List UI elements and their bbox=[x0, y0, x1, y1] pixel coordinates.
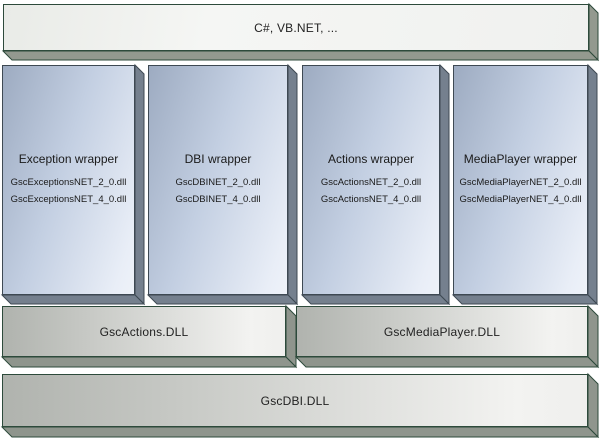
layer-dotnet-languages: C#, VB.NET, ... bbox=[1, 2, 600, 62]
wrapper-box-exception: Exception wrapper GscExceptionsNET_2_0.d… bbox=[0, 63, 146, 306]
layer-gscmediaplayer-dll-face: GscMediaPlayer.DLL bbox=[296, 306, 588, 357]
layer-gscdbi-dll-label: GscDBI.DLL bbox=[260, 393, 330, 408]
wrapper-box-actions: Actions wrapper GscActionsNET_2_0.dll Gs… bbox=[300, 63, 451, 306]
layer-dotnet-languages-label: C#, VB.NET, ... bbox=[254, 20, 338, 35]
wrapper-box-mediaplayer-face bbox=[453, 65, 588, 295]
layer-dotnet-languages-face: C#, VB.NET, ... bbox=[3, 4, 589, 51]
wrapper-box-exception-face bbox=[2, 65, 135, 295]
wrapper-box-mediaplayer-dll-1: GscMediaPlayerNET_2_0.dll bbox=[459, 177, 582, 188]
layer-gscactions-dll-face: GscActions.DLL bbox=[2, 306, 286, 357]
wrapper-box-exception-title: Exception wrapper bbox=[18, 152, 119, 166]
wrapper-box-dbi-face bbox=[148, 65, 288, 295]
layer-gscmediaplayer-dll: GscMediaPlayer.DLL bbox=[294, 304, 600, 369]
layer-gscdbi-dll-face: GscDBI.DLL bbox=[2, 374, 588, 427]
wrapper-box-exception-dll-1: GscExceptionsNET_2_0.dll bbox=[10, 177, 127, 188]
wrapper-box-dbi-dll-1: GscDBINET_2_0.dll bbox=[175, 177, 261, 188]
layer-gscactions-dll-label: GscActions.DLL bbox=[99, 324, 189, 339]
wrapper-box-dbi-title: DBI wrapper bbox=[184, 152, 252, 166]
wrapper-box-mediaplayer: MediaPlayer wrapper GscMediaPlayerNET_2_… bbox=[451, 63, 599, 306]
wrapper-box-dbi-dll-2: GscDBINET_4_0.dll bbox=[175, 194, 261, 205]
wrapper-box-actions-dll-1: GscActionsNET_2_0.dll bbox=[320, 177, 422, 188]
wrapper-box-mediaplayer-dll-2: GscMediaPlayerNET_4_0.dll bbox=[459, 194, 582, 205]
layer-gscmediaplayer-dll-label: GscMediaPlayer.DLL bbox=[383, 324, 501, 339]
wrapper-box-mediaplayer-title: MediaPlayer wrapper bbox=[463, 152, 578, 166]
wrapper-box-exception-dll-2: GscExceptionsNET_4_0.dll bbox=[10, 194, 127, 205]
wrapper-box-dbi: DBI wrapper GscDBINET_2_0.dll GscDBINET_… bbox=[146, 63, 299, 306]
wrapper-box-actions-dll-2: GscActionsNET_4_0.dll bbox=[320, 194, 422, 205]
layer-gscdbi-dll: GscDBI.DLL bbox=[0, 372, 600, 438]
layer-gscactions-dll: GscActions.DLL bbox=[0, 304, 298, 369]
wrapper-box-actions-title: Actions wrapper bbox=[327, 152, 415, 166]
